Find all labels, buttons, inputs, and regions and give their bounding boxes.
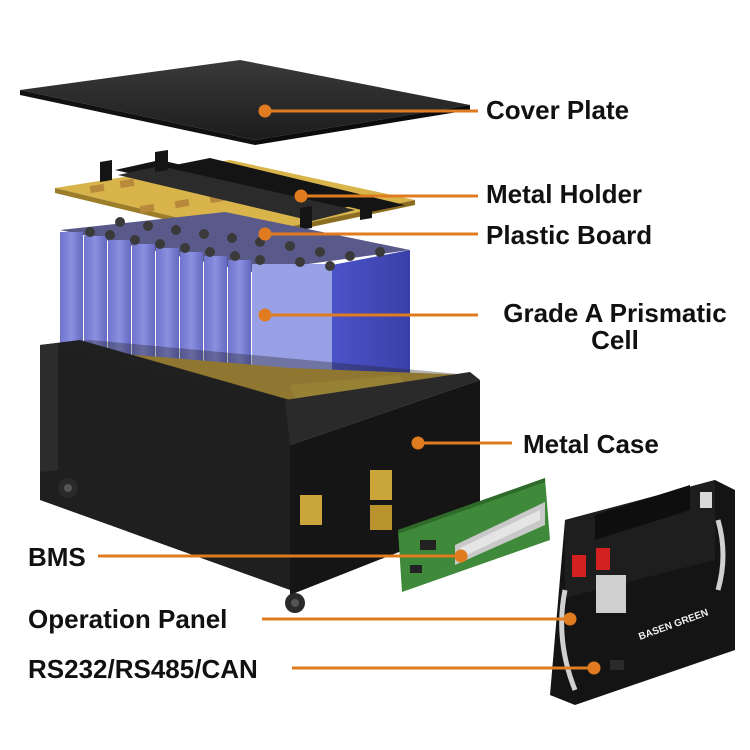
- label-bms: BMS: [28, 542, 86, 572]
- metal-holder: [100, 150, 405, 230]
- label-prismatic-cell: Grade A Prismatic Cell: [486, 298, 744, 356]
- label-cover-plate: Cover Plate: [486, 95, 630, 125]
- label-prismatic-cell-line2: Cell: [591, 325, 639, 356]
- cell-terminals: [85, 217, 385, 271]
- case-flange: [40, 343, 58, 472]
- metal-case: [40, 340, 480, 595]
- casters: [58, 478, 305, 613]
- cover-plate: [20, 60, 470, 145]
- label-comm-ports: RS232/RS485/CAN: [28, 654, 258, 684]
- operation-panel: [550, 480, 735, 705]
- label-prismatic-cell-line1: Grade A Prismatic: [503, 298, 727, 328]
- label-operation-panel: Operation Panel: [28, 604, 228, 634]
- cell-front-faces: [60, 232, 332, 404]
- cell-side: [332, 250, 410, 400]
- prismatic-cells: [60, 212, 410, 404]
- leader-lines: [98, 104, 601, 675]
- label-metal-holder: Metal Holder: [486, 179, 643, 209]
- label-plastic-board: Plastic Board: [486, 220, 653, 250]
- label-metal-case: Metal Case: [523, 429, 659, 459]
- bms-board: [398, 478, 550, 592]
